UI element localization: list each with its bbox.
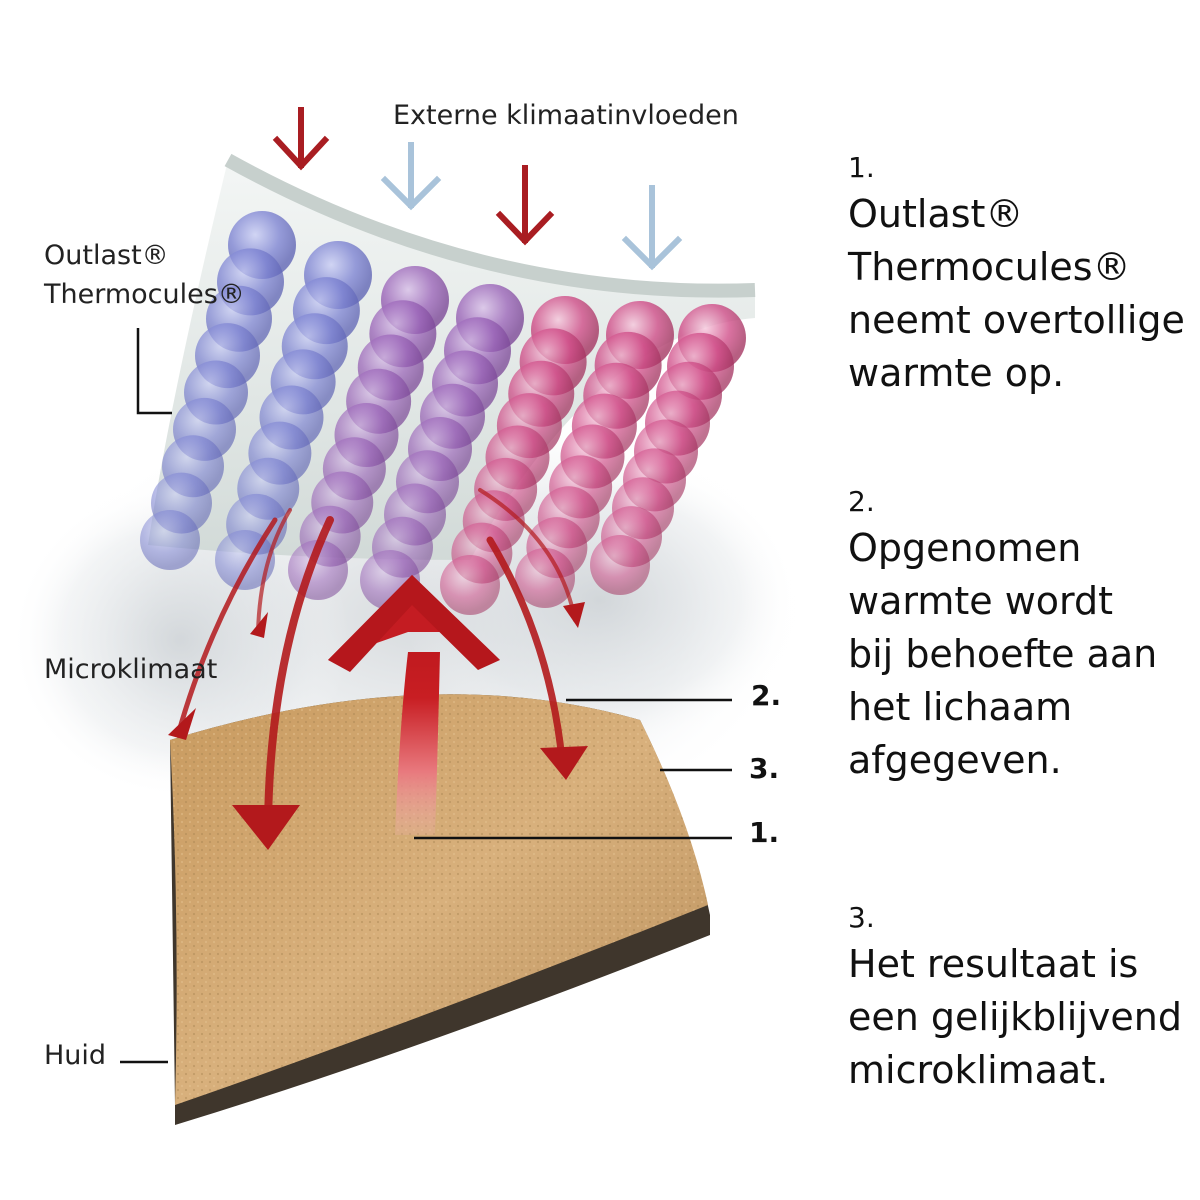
- step-3-number: 3.: [848, 901, 875, 934]
- external-label: Externe klimaatinvloeden: [393, 100, 739, 131]
- step-1-number: 1.: [848, 151, 875, 184]
- release-arrow-head: [563, 602, 585, 628]
- external-arrows: [272, 107, 683, 271]
- release-arrow-right-outer: [486, 536, 566, 764]
- release-arrow-left-inner: [256, 508, 292, 634]
- microklimaat-label: Microklimaat: [44, 654, 218, 685]
- warm-down-arrow: [495, 165, 555, 246]
- leader-lines: [120, 328, 732, 1064]
- thermocule-beads: [140, 211, 746, 615]
- cool-down-arrow: [380, 142, 442, 211]
- thermocule-bead: [590, 535, 650, 595]
- thermocules-label: Outlast® Thermocules®: [44, 240, 245, 311]
- marker-2: 2.: [751, 679, 782, 712]
- warm-down-arrow: [272, 107, 330, 171]
- step-2: 2. Opgenomen warmte wordt bij behoefte a…: [848, 482, 1157, 787]
- huid-label: Huid: [44, 1040, 107, 1071]
- release-arrow-left-outer: [175, 517, 278, 738]
- marker-1: 1.: [749, 816, 780, 849]
- cool-down-arrow: [621, 185, 683, 271]
- release-arrow-head: [232, 805, 300, 850]
- step-2-number: 2.: [848, 485, 875, 518]
- release-arrow-head: [168, 708, 196, 740]
- release-arrow-right-inner: [478, 488, 577, 622]
- release-arrow-head: [540, 746, 588, 780]
- marker-3: 3.: [749, 752, 780, 785]
- skin-layer: [170, 694, 710, 1125]
- thermocule-bead: [515, 548, 575, 608]
- thermocule-bead: [140, 510, 200, 570]
- thermocule-bead: [440, 555, 500, 615]
- step-3-text: Het resultaat is een gelijkblijvend micr…: [848, 942, 1182, 1092]
- release-arrow-head: [250, 612, 268, 638]
- heat-absorb-arrow: [328, 575, 500, 835]
- step-1-text: Outlast® Thermocules® neemt overtollige …: [848, 192, 1185, 395]
- step-3: 3. Het resultaat is een gelijkblijvend m…: [848, 898, 1182, 1097]
- step-1: 1. Outlast® Thermocules® neemt overtolli…: [848, 148, 1185, 400]
- thermocule-bead: [215, 530, 275, 590]
- step-2-text: Opgenomen warmte wordt bij behoefte aan …: [848, 526, 1158, 782]
- thermocules-leader: [136, 328, 172, 415]
- release-arrow-down-big: [264, 516, 334, 829]
- heat-release-arrows: [168, 488, 588, 850]
